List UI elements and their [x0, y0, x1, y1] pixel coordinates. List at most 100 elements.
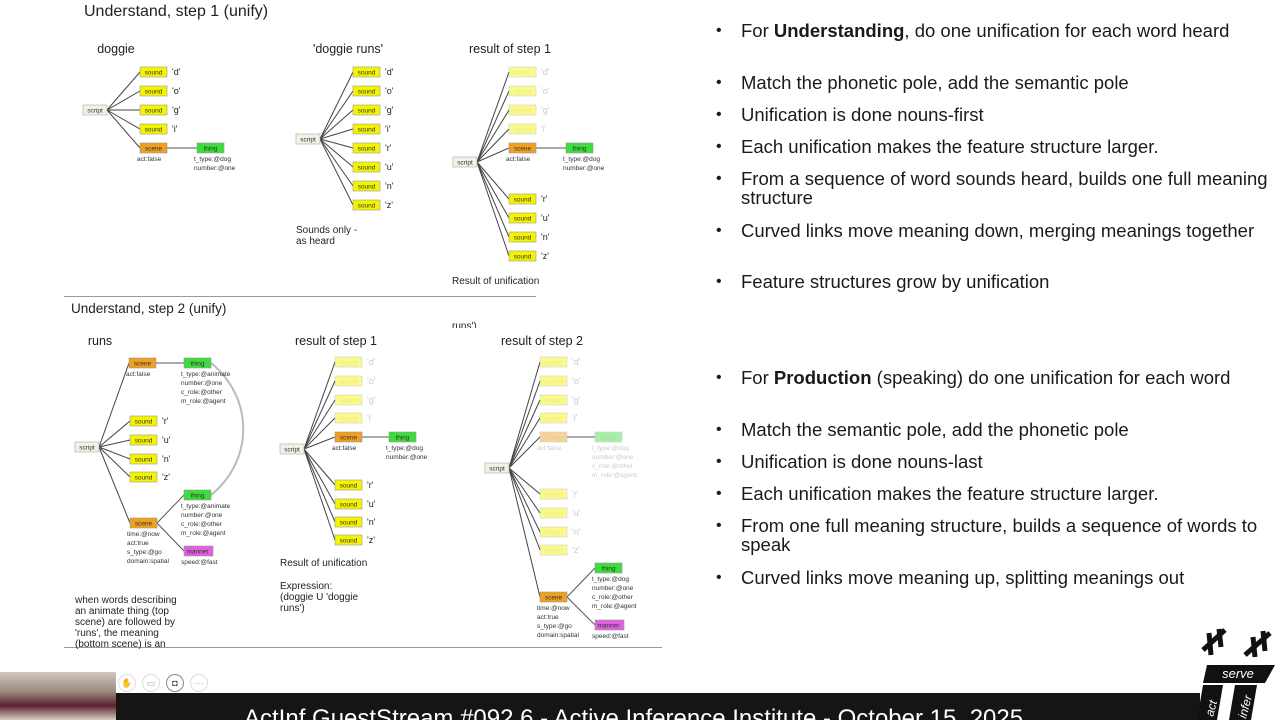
link [476, 161, 510, 238]
sound-label: sound [545, 548, 563, 555]
attribute: speed:@fast [181, 559, 218, 566]
chat-icon[interactable]: ▭ [142, 674, 160, 692]
link [106, 90, 141, 111]
sound-node: sound [129, 453, 158, 465]
attribute: t_type:@dog [592, 445, 629, 452]
sound-value: 'n' [572, 527, 581, 537]
sound-label: sound [514, 197, 532, 204]
link [476, 71, 510, 163]
link [98, 420, 131, 448]
curved-link [210, 362, 245, 496]
sound-value: 'd' [541, 67, 550, 77]
feature-structure-diagrams: doggie sound sound sound sound scene thing 'd' '… [74, 42, 637, 650]
sound-node: sound [334, 534, 363, 546]
thing-label: thing [601, 435, 615, 442]
scene-node: scene [129, 517, 158, 529]
thing-node: thing [388, 431, 417, 443]
sound-label: sound [135, 438, 153, 445]
bullet-icon: • [716, 453, 722, 470]
link [319, 128, 354, 140]
script-node: script [484, 462, 510, 474]
bullet-icon: • [716, 485, 722, 502]
thing-label: thing [395, 435, 409, 442]
diagram-title: result of step 1 [469, 42, 551, 56]
script-node: script [452, 156, 478, 168]
thing-label: thing [601, 566, 615, 573]
sound-label: sound [358, 146, 376, 153]
camera-icon[interactable]: ◘ [166, 674, 184, 692]
sound-value: 'n' [541, 232, 550, 242]
diagram-caption: Result of unification [452, 276, 539, 287]
attribute: m_role:@agent [592, 603, 637, 610]
sound-label: sound [514, 70, 532, 77]
link [98, 446, 131, 478]
link [319, 138, 354, 149]
sound-node: sound [334, 412, 363, 424]
attribute: s_type:@go [537, 623, 572, 630]
hand-icon[interactable]: ✋ [118, 674, 136, 692]
sound-value: 'r' [367, 480, 374, 490]
sound-label: sound [340, 538, 358, 545]
sound-node: sound [352, 180, 381, 192]
bullet-icon: • [716, 138, 722, 155]
link [303, 448, 336, 541]
sound-value: 'z' [367, 535, 375, 545]
more-icon[interactable]: ⋯ [190, 674, 208, 692]
script-node: script [74, 441, 100, 453]
sound-node: sound [334, 498, 363, 510]
sound-label: sound [358, 89, 376, 96]
link [319, 138, 354, 206]
attribute: c_role:@other [592, 463, 634, 470]
diagram-title: result of step 1 [295, 334, 377, 348]
sound-node: sound [539, 412, 568, 424]
diagram-title: doggie [97, 42, 135, 56]
attribute: act:false [506, 156, 531, 163]
sound-value: 'o' [385, 86, 394, 96]
sound-value: 'i' [367, 413, 373, 423]
link [476, 161, 510, 200]
link [319, 71, 354, 140]
scene-node: scene [508, 142, 537, 154]
sound-node: sound [334, 375, 363, 387]
diagram: result of step 1 sound sound sound sound scen… [279, 334, 428, 614]
thing-node: thing [183, 489, 212, 501]
sound-label: sound [340, 483, 358, 490]
link [98, 446, 131, 524]
sound-node: sound [508, 85, 537, 97]
logo-act: act [1202, 698, 1220, 718]
sound-label: sound [514, 108, 532, 115]
sound-node: sound [508, 231, 537, 243]
link [156, 494, 185, 524]
thing-label: thing [190, 361, 204, 368]
sound-label: sound [358, 165, 376, 172]
link [566, 567, 596, 598]
diagram: result of step 1 sound sound sound sound scen… [452, 42, 605, 287]
link [303, 417, 336, 450]
attribute: c_role:@other [181, 389, 223, 396]
attribute: m_role:@agent [181, 398, 226, 405]
link [508, 467, 541, 598]
link [303, 361, 336, 450]
sound-label: sound [514, 89, 532, 96]
logo-infer: infer [1235, 693, 1255, 720]
scene-label: scene [145, 146, 163, 153]
scene-node: scene [539, 591, 568, 603]
divider [64, 647, 662, 648]
scene-node: scene [334, 431, 363, 443]
sound-label: sound [135, 419, 153, 426]
attribute: m_role:@agent [592, 472, 637, 479]
diagram-caption: Sounds only -as heard [296, 225, 357, 247]
script-label: script [79, 445, 95, 452]
sound-node: sound [539, 375, 568, 387]
thing-label: thing [572, 146, 586, 153]
sound-node: sound [334, 356, 363, 368]
sound-node: sound [139, 66, 168, 78]
link [303, 399, 336, 450]
sound-label: sound [545, 360, 563, 367]
scene-label: scene [545, 595, 563, 602]
sound-label: sound [340, 520, 358, 527]
bullet-icon: • [716, 74, 722, 91]
thing-label: thing [203, 146, 217, 153]
sound-label: sound [545, 416, 563, 423]
